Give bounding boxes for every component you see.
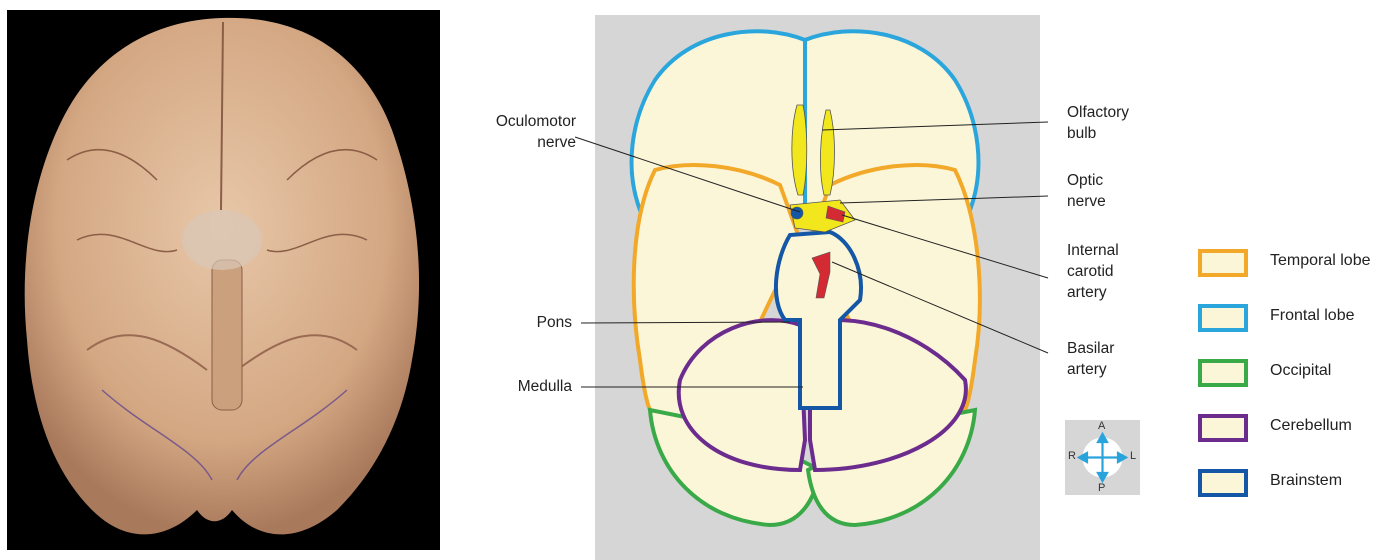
- legend-swatch-temporal: [1198, 249, 1248, 277]
- oculomotor-nerve: [791, 207, 803, 219]
- orientation-compass: A P R L: [1065, 420, 1140, 495]
- legend-label-frontal: Frontal lobe: [1270, 307, 1355, 325]
- compass-r: R: [1068, 450, 1076, 462]
- legend-swatch-cerebellum: [1198, 414, 1248, 442]
- label-oculomotor-nerve: Oculomotor nerve: [470, 111, 576, 153]
- compass-a: A: [1098, 420, 1105, 432]
- legend-swatch-occipital: [1198, 359, 1248, 387]
- legend-label-cerebellum: Cerebellum: [1270, 417, 1352, 435]
- legend-swatch-frontal: [1198, 304, 1248, 332]
- compass-l: L: [1130, 450, 1136, 462]
- legend-label-temporal: Temporal lobe: [1270, 252, 1371, 270]
- label-basilar-artery: Basilar artery: [1067, 338, 1114, 380]
- legend-label-occipital: Occipital: [1270, 362, 1331, 380]
- label-optic-nerve: Optic nerve: [1067, 170, 1106, 212]
- legend-label-brainstem: Brainstem: [1270, 472, 1342, 490]
- label-olfactory-bulb: Olfactory bulb: [1067, 102, 1129, 144]
- label-internal-carotid-artery: Internal carotid artery: [1067, 240, 1119, 303]
- label-medulla: Medulla: [470, 376, 572, 397]
- compass-p: P: [1098, 482, 1105, 494]
- legend-swatch-brainstem: [1198, 469, 1248, 497]
- label-pons: Pons: [470, 312, 572, 333]
